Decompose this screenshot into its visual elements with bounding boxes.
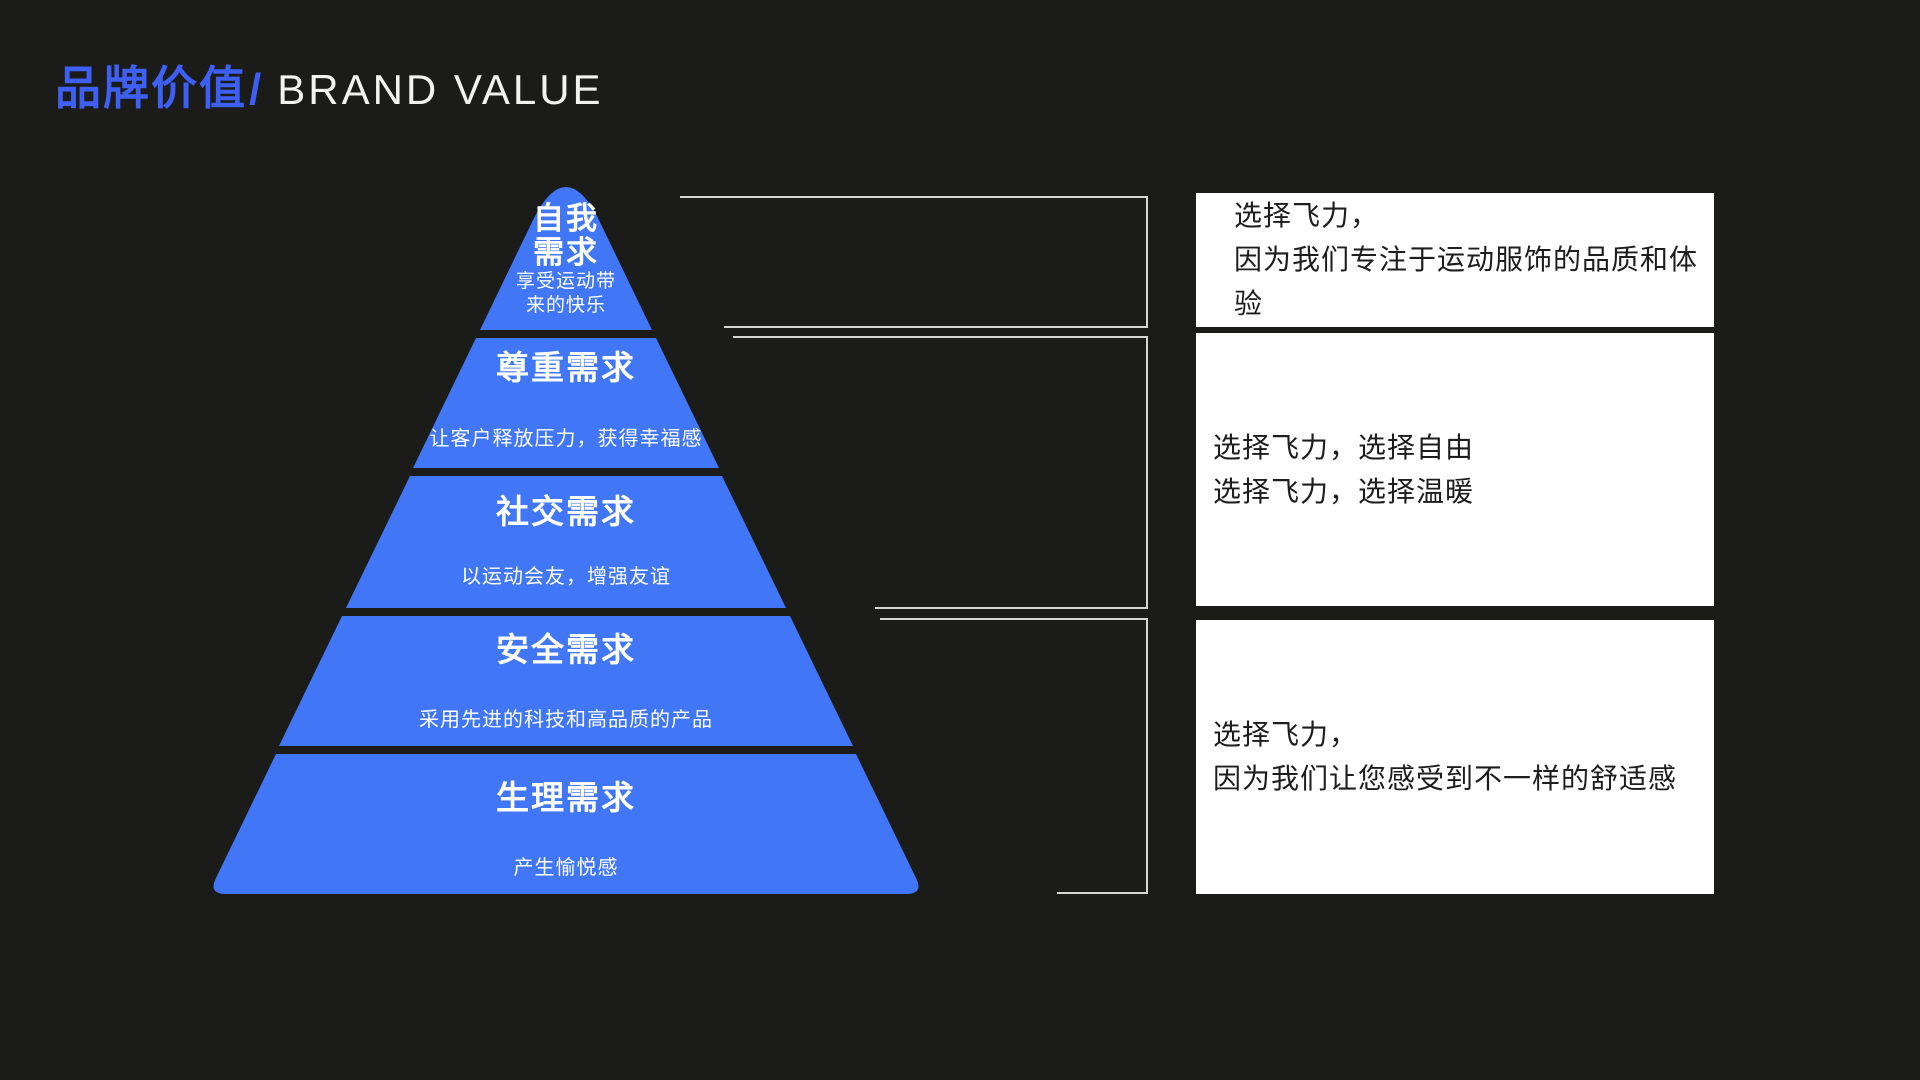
pyramid-tier-3-shape: [346, 476, 786, 608]
tier-5-title: 生理需求: [496, 779, 636, 816]
pyramid-tier-1-shape: [480, 187, 652, 330]
tier-1-subtitle: 享受运动带 来的快乐: [515, 271, 616, 316]
tier-4-title: 安全需求: [496, 631, 636, 668]
page-title-english: BRAND VALUE: [277, 66, 604, 113]
title-divider-slash: /: [249, 65, 262, 114]
annotation-text-2: 选择飞力，选择自由 选择飞力，选择温暖: [1213, 431, 1475, 507]
tier-1-title: 自我 需求: [533, 201, 599, 270]
connector-bracket-2: [733, 336, 1148, 609]
connector-bracket-1: [680, 196, 1148, 328]
tier-5-subtitle: 产生愉悦感: [513, 857, 619, 879]
page-title: 品牌价值 / BRAND VALUE: [55, 52, 604, 118]
tier-4-subtitle: 采用先进的科技和高品质的产品: [419, 709, 713, 731]
annotation-text-3: 选择飞力， 因为我们让您感受到不一样的舒适感: [1213, 719, 1678, 794]
tier-3-subtitle: 以运动会友，增强友谊: [461, 566, 671, 588]
pyramid-tier-4-shape: [279, 616, 853, 746]
annotation-box-1: 选择飞力， 因为我们专注于运动服饰的品质和体验: [1196, 193, 1714, 327]
pyramid-tier-2-shape: [413, 338, 719, 468]
connector-bracket-3: [880, 618, 1148, 894]
page-title-chinese: 品牌价值: [55, 62, 247, 114]
pyramid-tier-5-shape: [213, 754, 919, 894]
tier-3-title: 社交需求: [496, 493, 636, 530]
tier-2-title: 尊重需求: [496, 349, 636, 386]
annotation-box-2: 选择飞力，选择自由 选择飞力，选择温暖: [1196, 333, 1714, 606]
tier-2-subtitle: 让客户释放压力，获得幸福感: [429, 428, 703, 450]
annotation-box-3: 选择飞力， 因为我们让您感受到不一样的舒适感: [1196, 620, 1714, 894]
annotation-text-1: 选择飞力， 因为我们专注于运动服饰的品质和体验: [1234, 200, 1699, 319]
